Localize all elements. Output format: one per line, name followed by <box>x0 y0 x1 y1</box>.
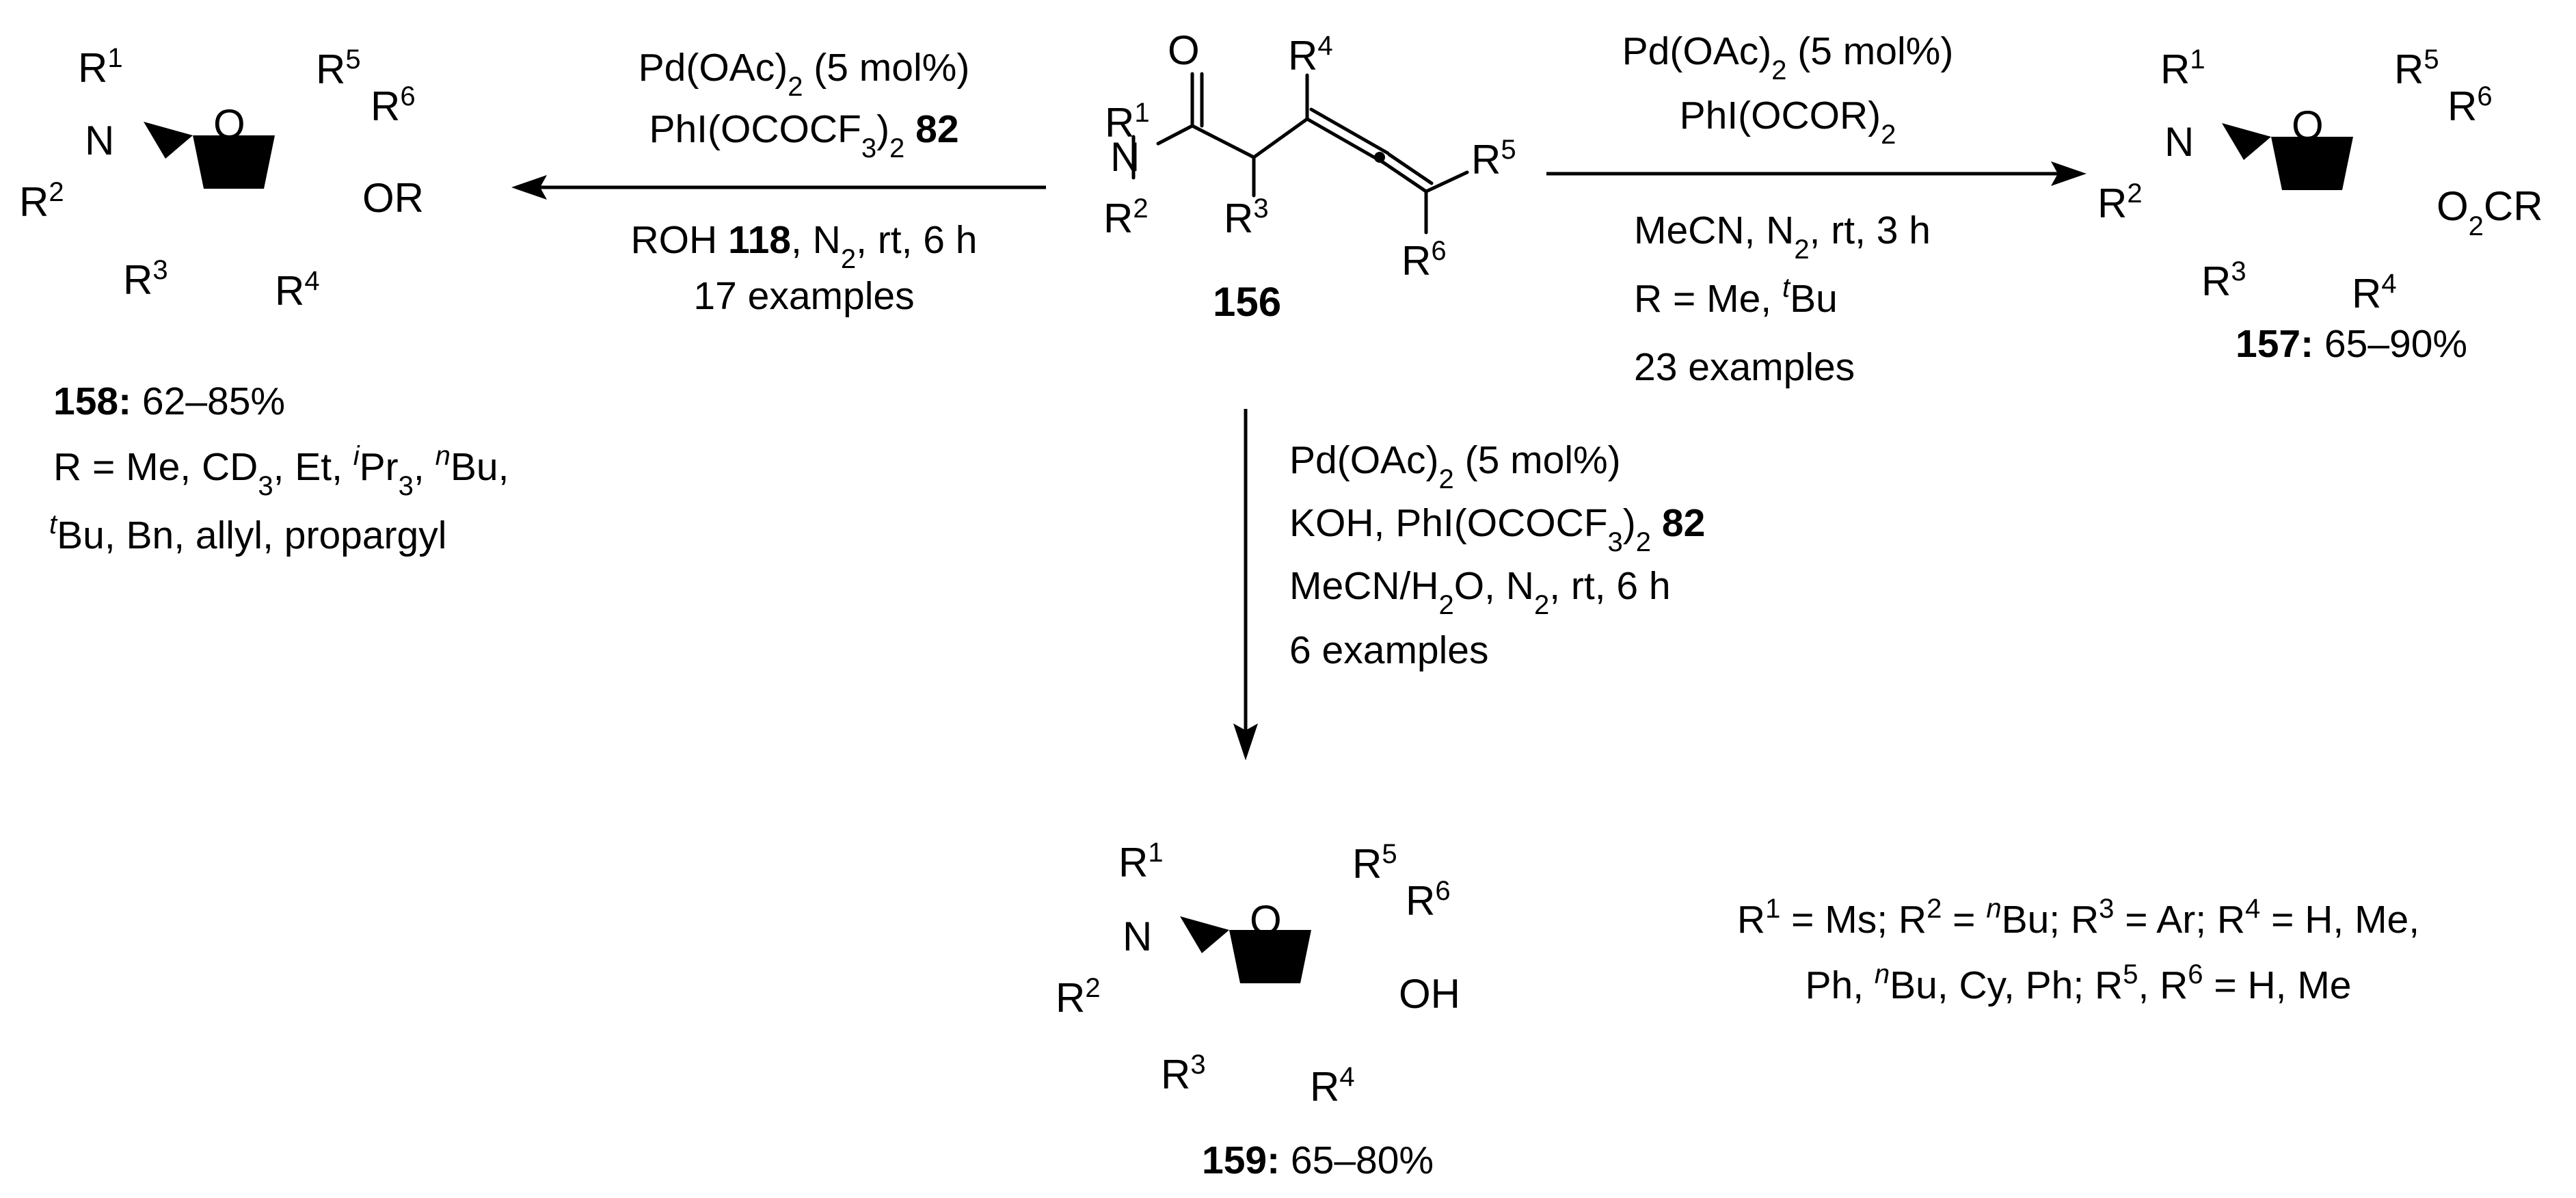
r5-label: R5 <box>1471 135 1516 183</box>
amide-nitrogen: N <box>1110 134 1140 180</box>
r6-label: R6 <box>1406 876 1451 924</box>
furan-amine-nitrogen: N <box>2164 119 2194 165</box>
r2-label: R2 <box>19 177 64 225</box>
conditions-down-line4: 6 examples <box>1289 628 1489 672</box>
conditions-right-line2: PhI(OCOR)2 <box>1680 94 1896 150</box>
r4-label: R4 <box>1310 1062 1355 1110</box>
carbonyl-oxygen: O <box>1168 27 1200 73</box>
r2-label: R2 <box>2097 178 2143 226</box>
r1-label: R1 <box>2160 44 2205 92</box>
compound-159-yield: 159: 65–80% <box>1202 1139 1434 1182</box>
arrow-right <box>1546 161 2087 186</box>
r1-label: R1 <box>78 43 123 91</box>
r2-label: R2 <box>1056 973 1101 1021</box>
compound-159: R1 N R2 O R3 R4 R5 R6 OH 159: 65–80% <box>1056 838 1460 1182</box>
conditions-down-line1: Pd(OAc)2 (5 mol%) <box>1289 438 1621 494</box>
conditions-right-line5: 23 examples <box>1634 345 1855 389</box>
hydroxyl-oh-group: OH <box>1399 971 1460 1017</box>
substituent-legend: R1 = Ms; R2 = nBu; R3 = Ar; R4 = H, Me, … <box>1737 894 2419 1007</box>
conditions-right-line3: MeCN, N2, rt, 3 h <box>1634 209 1931 265</box>
furan-amine-nitrogen: N <box>1123 914 1152 959</box>
substituent-legend-line2: Ph, nBu, Cy, Ph; R5, R6 = H, Me <box>1805 959 2351 1007</box>
arrow-left <box>511 175 1046 200</box>
r3-label: R3 <box>1224 194 1269 241</box>
compound-158-r-groups-line1: R = Me, CD3, Et, iPr3, nBu, <box>53 441 509 501</box>
r5-label: R5 <box>316 44 361 92</box>
arrow-down <box>1233 409 1258 760</box>
compound-158-bonds <box>144 88 368 217</box>
conditions-left-line1: Pd(OAc)2 (5 mol%) <box>639 46 970 102</box>
allene-central-carbon-dot <box>1374 152 1385 163</box>
r3-label: R3 <box>2201 256 2246 304</box>
r3-label: R3 <box>123 255 168 303</box>
substituent-legend-line1: R1 = Ms; R2 = nBu; R3 = Ar; R4 = H, Me, <box>1737 894 2419 942</box>
compound-158-r-groups-line2: tBu, Bn, allyl, propargyl <box>49 509 446 557</box>
compound-156-bonds <box>1131 72 1469 235</box>
r4-label: R4 <box>2352 269 2397 317</box>
conditions-left-line4: 17 examples <box>693 274 914 318</box>
conditions-right: Pd(OAc)2 (5 mol%) PhI(OCOR)2 MeCN, N2, r… <box>1622 29 1954 389</box>
compound-156: O R1 N R2 R3 R4 R5 R6 156 <box>1103 27 1516 325</box>
furan-ring-oxygen: O <box>1250 897 1282 943</box>
compound-158-yield: 158: 62–85% <box>53 380 285 423</box>
compound-159-bonds <box>1180 882 1404 1012</box>
r1-label: R1 <box>1118 838 1164 886</box>
r4-label: R4 <box>275 266 320 314</box>
r6-label: R6 <box>1401 236 1447 284</box>
r5-label: R5 <box>1352 839 1397 887</box>
conditions-down-line3: MeCN/H2O, N2, rt, 6 h <box>1289 564 1671 620</box>
r5-label: R5 <box>2394 44 2439 92</box>
conditions-left: Pd(OAc)2 (5 mol%) PhI(OCOCF3)2 82 ROH 11… <box>631 46 978 318</box>
r3-label: R3 <box>1161 1050 1206 1097</box>
conditions-down: Pd(OAc)2 (5 mol%) KOH, PhI(OCOCF3)2 82 M… <box>1289 438 1705 672</box>
compound-157: R1 N R2 O R3 R4 R5 R6 O2CR 157: 65–90% <box>2097 44 2543 366</box>
compound-157-yield: 157: 65–90% <box>2236 322 2467 366</box>
conditions-right-line1: Pd(OAc)2 (5 mol%) <box>1622 29 1954 85</box>
r6-label: R6 <box>2447 81 2493 129</box>
acyloxy-o2cr-group: O2CR <box>2437 183 2543 241</box>
r2-label: R2 <box>1103 194 1149 241</box>
conditions-left-line3: ROH 118, N2, rt, 6 h <box>631 218 978 274</box>
conditions-left-line2: PhI(OCOCF3)2 82 <box>649 107 958 163</box>
alkoxy-or-group: OR <box>362 175 424 221</box>
conditions-down-line2: KOH, PhI(OCOCF3)2 82 <box>1289 501 1705 557</box>
compound-157-bonds <box>2222 89 2446 219</box>
r1-label: R1 <box>1105 98 1150 146</box>
r4-label: R4 <box>1288 31 1333 79</box>
r6-label: R6 <box>371 81 416 129</box>
furan-amine-nitrogen: N <box>85 118 114 163</box>
compound-158: R1 N R2 O R3 R4 R5 R6 OR 158: 62–85% R =… <box>19 43 509 557</box>
conditions-right-line4: R = Me, tBu <box>1634 273 1838 321</box>
compound-156-number: 156 <box>1213 279 1281 325</box>
furan-ring-oxygen: O <box>213 101 245 147</box>
furan-ring-oxygen: O <box>2292 103 2324 148</box>
